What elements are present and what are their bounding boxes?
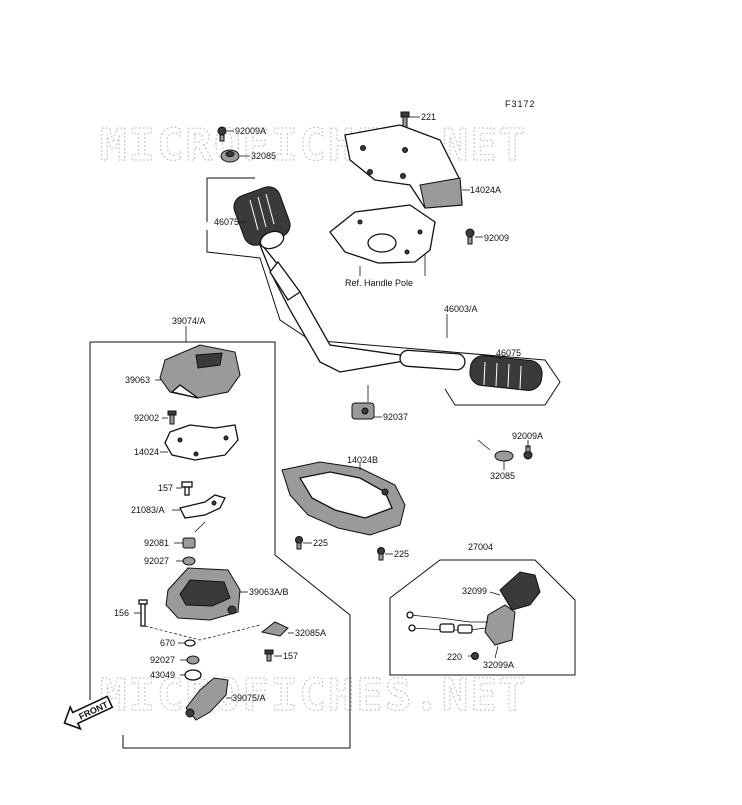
cap-32085A[interactable] bbox=[260, 621, 294, 637]
washer-92027-bottom[interactable] bbox=[180, 655, 200, 665]
label-92009A-right: 92009A bbox=[512, 431, 543, 441]
label-156: 156 bbox=[114, 608, 129, 618]
label-220: 220 bbox=[447, 652, 462, 662]
label-46075-left: 46075 bbox=[214, 217, 239, 227]
handle-pole-plate bbox=[329, 204, 436, 276]
label-92009A-top: 92009A bbox=[235, 126, 266, 136]
label-221: 221 bbox=[421, 112, 436, 122]
gasket-14024[interactable] bbox=[160, 424, 239, 461]
switch-assembly-27004[interactable] bbox=[406, 571, 541, 646]
grip-46075-right[interactable] bbox=[469, 354, 544, 391]
spring-92081[interactable] bbox=[174, 521, 206, 549]
handlebar-46003A[interactable] bbox=[257, 239, 466, 373]
label-157-bottom: 157 bbox=[283, 651, 298, 661]
label-32085A: 32085A bbox=[295, 628, 326, 638]
group-outline-27004 bbox=[389, 559, 576, 676]
label-14024: 14024 bbox=[134, 447, 159, 457]
label-46075-right: 46075 bbox=[496, 348, 521, 358]
label-46003A: 46003/A bbox=[444, 304, 478, 314]
label-39075A: 39075/A bbox=[232, 693, 266, 703]
label-21083A: 21083/A bbox=[131, 505, 165, 515]
label-32085-top: 32085 bbox=[251, 151, 276, 161]
label-92002: 92002 bbox=[134, 413, 159, 423]
washer-92027-top[interactable] bbox=[176, 556, 196, 566]
label-225-right: 225 bbox=[394, 549, 409, 559]
label-92027-bottom: 92027 bbox=[150, 655, 175, 665]
handlebar-cover-14024A[interactable] bbox=[344, 124, 470, 209]
switch-cover-39063[interactable] bbox=[155, 344, 241, 399]
label-43049: 43049 bbox=[150, 670, 175, 680]
watermark-bottom: MICROFICHES.NET bbox=[100, 670, 527, 721]
screw-92009A-top[interactable] bbox=[217, 126, 234, 142]
grip-46075-left[interactable] bbox=[231, 183, 294, 251]
leader-dashed bbox=[144, 624, 261, 641]
screw-157-top[interactable] bbox=[176, 481, 193, 496]
label-27004: 27004 bbox=[468, 542, 493, 552]
label-92009: 92009 bbox=[484, 233, 509, 243]
screw-225-right[interactable] bbox=[377, 547, 394, 561]
label-14024A: 14024A bbox=[470, 185, 501, 195]
screw-225-left[interactable] bbox=[295, 536, 313, 550]
oring-670[interactable] bbox=[178, 639, 196, 647]
watermark-top: MICROFICHES.NET bbox=[100, 120, 527, 171]
screw-92002[interactable] bbox=[162, 410, 177, 425]
group-outline-39074A bbox=[89, 341, 351, 749]
label-32099A: 32099A bbox=[483, 660, 514, 670]
leader-32099A bbox=[494, 645, 499, 659]
label-92027-top: 92027 bbox=[144, 556, 169, 566]
screw-220[interactable] bbox=[468, 652, 479, 660]
label-32085-right: 32085 bbox=[490, 471, 515, 481]
label-39063AB: 39063A/B bbox=[249, 587, 289, 597]
label-14024B: 14024B bbox=[347, 455, 378, 465]
label-225-left: 225 bbox=[313, 538, 328, 548]
seal-43049[interactable] bbox=[180, 669, 202, 681]
label-670: 670 bbox=[160, 638, 175, 648]
screw-92009[interactable] bbox=[465, 228, 483, 245]
figure-code: F3172 bbox=[505, 99, 536, 109]
label-92037: 92037 bbox=[383, 412, 408, 422]
screw-92009A-right[interactable] bbox=[523, 440, 533, 460]
ref-note: Ref. Handle Pole bbox=[345, 278, 413, 288]
screw-156[interactable] bbox=[134, 599, 148, 627]
bracket-21083A[interactable] bbox=[172, 494, 226, 519]
cap-32085-top[interactable] bbox=[220, 149, 250, 163]
label-39063: 39063 bbox=[125, 375, 150, 385]
cover-14024B[interactable] bbox=[281, 461, 406, 536]
screw-157-bottom[interactable] bbox=[264, 649, 282, 662]
label-157-top: 157 bbox=[158, 483, 173, 493]
throttle-lever-39075A[interactable] bbox=[185, 677, 232, 721]
label-32099: 32099 bbox=[462, 586, 487, 596]
label-92081: 92081 bbox=[144, 538, 169, 548]
clamp-92037[interactable] bbox=[351, 385, 382, 420]
switch-housing-39063AB[interactable] bbox=[165, 567, 248, 621]
cap-32085-right[interactable] bbox=[494, 450, 514, 470]
label-39074A: 39074/A bbox=[172, 316, 206, 326]
group-outline-46003A bbox=[206, 177, 561, 406]
